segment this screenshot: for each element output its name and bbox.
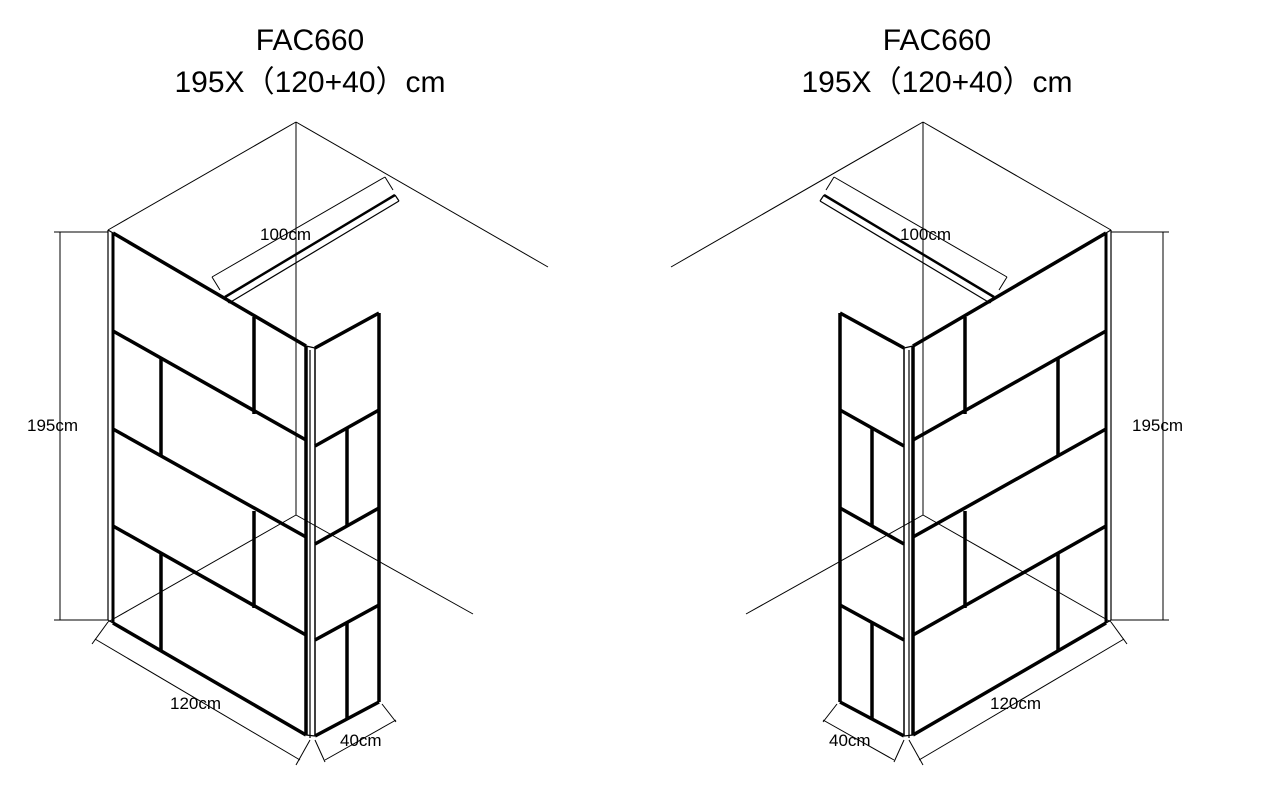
- left-size-label: 195X（120+40）cm: [174, 66, 446, 99]
- left-main-panel: [107, 229, 308, 737]
- right-height-dimension-line: [1111, 231, 1169, 621]
- right-side-panel: [838, 311, 905, 738]
- right-size-label: 195X（120+40）cm: [801, 66, 1073, 99]
- left-shower-diagram: 100cm: [27, 121, 549, 766]
- left-model-name: FAC660: [255, 24, 365, 57]
- left-room-outline: [107, 121, 549, 623]
- right-model-name: FAC660: [882, 24, 992, 57]
- right-title-block: FAC660 195X（120+40）cm: [767, 20, 1107, 104]
- right-main-width-dimension: 120cm: [990, 694, 1041, 713]
- right-side-width-dimension: 40cm: [829, 731, 871, 750]
- right-top-rail: [819, 176, 1008, 304]
- right-main-panel: [911, 229, 1112, 737]
- left-main-width-dimension: 120cm: [170, 694, 221, 713]
- left-depth-dimension-line: [314, 703, 397, 763]
- left-height-dimension-line: [54, 231, 108, 621]
- left-width-dimension-line: [91, 621, 311, 766]
- right-depth-dimension-line: [822, 703, 905, 763]
- left-side-panel: [314, 311, 381, 738]
- right-height-dimension: 195cm: [1132, 416, 1183, 435]
- left-title-block: FAC660 195X（120+40）cm: [140, 20, 480, 104]
- right-room-outline: [670, 121, 1112, 623]
- left-height-dimension: 195cm: [27, 416, 78, 435]
- right-rail-dimension: 100cm: [900, 225, 951, 244]
- left-rail-dimension: 100cm: [260, 225, 311, 244]
- left-side-width-dimension: 40cm: [340, 731, 382, 750]
- left-top-rail: [211, 176, 400, 304]
- right-width-dimension-line: [908, 621, 1128, 766]
- right-shower-diagram: 100cm: [670, 121, 1183, 766]
